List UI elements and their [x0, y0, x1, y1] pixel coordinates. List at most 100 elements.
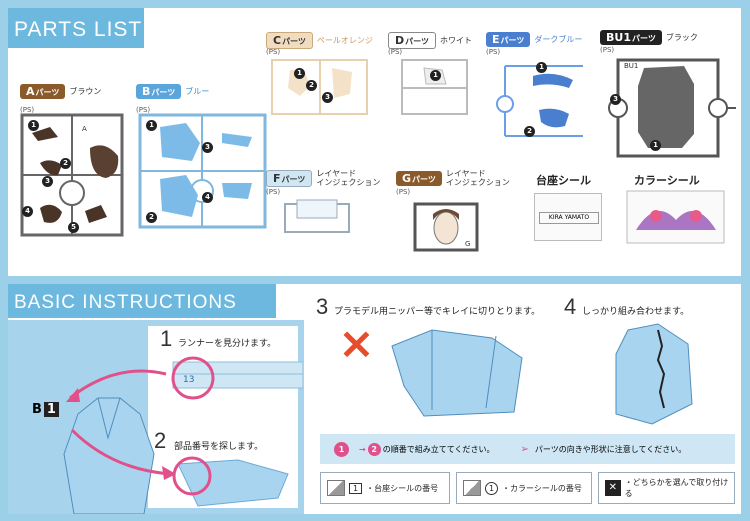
- order-arrow-icon: →: [359, 444, 366, 454]
- part-num: 1: [430, 70, 441, 81]
- part-c-label: Cパーツ ペールオレンジ: [266, 32, 373, 49]
- basic-instructions-title: BASIC INSTRUCTIONS: [8, 284, 276, 318]
- step-2-number: 2: [154, 428, 167, 453]
- order-note-1: 1: [334, 441, 349, 457]
- runner-b: [138, 113, 267, 229]
- runner-bu1-label: BU1: [624, 62, 638, 70]
- b1-label: B 1: [32, 402, 59, 417]
- part-bu1-color: ブラック: [665, 33, 698, 42]
- part-num: 3: [322, 92, 333, 103]
- b1-letter: B: [32, 402, 42, 417]
- stand-seal-text: KIRA YAMATO: [539, 212, 599, 224]
- legend-choose-text: ・どちらかを選んで取り付ける: [624, 478, 729, 498]
- x-mark: ×: [338, 318, 375, 369]
- part-c-ps: (PS): [266, 48, 281, 56]
- part-num: 1: [650, 140, 661, 151]
- part-num: 5: [68, 222, 79, 233]
- step-4-text: しっかり組み合わせます。: [582, 307, 690, 317]
- legend-choose: ✕ ・どちらかを選んで取り付ける: [598, 472, 735, 504]
- part-num: 3: [42, 176, 53, 187]
- part-a-label: Aパーツ ブラウン: [20, 84, 101, 99]
- pink-arrow-1: [66, 369, 167, 402]
- color-seal-sheet: [626, 190, 725, 244]
- caution-icon: ➢: [520, 443, 529, 455]
- step-3-jacket-illustration: [391, 329, 523, 417]
- part-num: 1: [294, 68, 305, 79]
- part-bu1-ps: (PS): [600, 46, 615, 54]
- step-4-jacket-illustration: [615, 323, 693, 425]
- legend-stand-text: ・台座シールの番号: [366, 483, 439, 493]
- stand-seal-title: 台座シール: [536, 174, 591, 187]
- part-g-color: レイヤード インジェクション: [445, 169, 510, 187]
- legend-stand-num: 1: [349, 482, 363, 494]
- part-e-tag: E: [492, 33, 500, 46]
- legend-stand-seal: 1 ・台座シールの番号: [320, 472, 450, 504]
- part-num: 4: [202, 192, 213, 203]
- part-g-ps: (PS): [396, 188, 411, 196]
- seal-corner-icon: [327, 480, 345, 496]
- part-c-tag: C: [273, 34, 282, 47]
- order-note-2: 2: [367, 442, 381, 456]
- part-e-ps: (PS): [486, 48, 501, 56]
- runner-f: [284, 199, 350, 233]
- part-num: 1: [146, 120, 157, 131]
- part-bu1-label: BU1パーツ ブラック: [600, 30, 698, 45]
- part-num: 1: [536, 62, 547, 73]
- runner-a: A: [20, 113, 124, 237]
- part-c-color: ペールオレンジ: [316, 36, 373, 45]
- runner-bu1: BU1: [608, 58, 736, 158]
- part-e-color: ダークブルー: [534, 35, 583, 44]
- part-d-ps: (PS): [388, 48, 403, 56]
- part-b-label: Bパーツ ブルー: [136, 84, 209, 99]
- svg-text:A: A: [82, 125, 87, 133]
- part-num: 2: [524, 126, 535, 137]
- circle-label: 13: [183, 375, 194, 385]
- legend-color-seal: 1 ・カラーシールの番号: [456, 472, 592, 504]
- step-4-number: 4: [564, 294, 577, 319]
- legend-color-text: ・カラーシールの番号: [502, 483, 582, 493]
- part-d-tag: D: [395, 34, 405, 47]
- parts-list-title: PARTS LIST: [8, 8, 144, 48]
- part-bu1-tag: BU1: [606, 31, 631, 44]
- parts-list-panel: PARTS LIST Aパーツ ブラウン (PS) A 1 2 3 4 5 Bパ…: [8, 8, 741, 276]
- legend-color-num: 1: [485, 481, 498, 495]
- part-a-tag: A: [26, 85, 35, 98]
- part-a-ps: (PS): [20, 106, 35, 114]
- part-b-tag: B: [142, 85, 151, 98]
- part-num: 2: [60, 158, 71, 169]
- caution-text: パーツの向きや形状に注意してください。: [534, 444, 687, 454]
- part-num: 3: [202, 142, 213, 153]
- step-2-part-illustration: [172, 456, 289, 507]
- runner-d: [401, 59, 468, 115]
- stand-seal-sheet: KIRA YAMATO: [534, 193, 602, 241]
- step-1-number: 1: [160, 326, 173, 351]
- runner-g: G: [413, 202, 479, 252]
- order-note-bar: 1 → 2 の順番で組み立ててください。 ➢ パーツの向きや形状に注意してくださ…: [320, 434, 735, 464]
- part-d-label: Dパーツ ホワイト: [388, 32, 472, 49]
- step-1-runner-illustration: 13: [171, 356, 303, 400]
- choose-icon: ✕: [605, 480, 621, 496]
- part-d-color: ホワイト: [439, 36, 472, 45]
- runner-e: [496, 65, 583, 137]
- part-f-label: Fパーツ レイヤード インジェクション: [266, 169, 381, 188]
- pink-arrow-2: [70, 428, 176, 480]
- step-3-number: 3: [316, 294, 329, 319]
- step-2-text: 部品番号を探します。: [174, 442, 264, 452]
- part-e-label: Eパーツ ダークブルー: [486, 32, 582, 47]
- seal-corner-icon: [463, 480, 481, 496]
- step-1-text: ランナーを見分けます。: [178, 339, 277, 349]
- part-b-ps: (PS): [136, 106, 151, 114]
- runner-g-label: G: [465, 240, 470, 248]
- part-num: 1: [28, 120, 39, 131]
- part-f-color: レイヤード インジェクション: [316, 169, 381, 187]
- color-seal-title: カラーシール: [634, 174, 700, 187]
- part-f-ps: (PS): [266, 188, 281, 196]
- runner-c: [271, 59, 368, 115]
- part-g-tag: G: [402, 172, 412, 186]
- step-3-text: プラモデル用ニッパー等でキレイに切りとります。: [334, 307, 541, 317]
- part-num: 3: [610, 94, 621, 105]
- part-num: 2: [146, 212, 157, 223]
- order-text: の順番で組み立ててください。: [382, 444, 495, 454]
- part-num: 2: [306, 80, 317, 91]
- part-g-label: Gパーツ レイヤード インジェクション: [396, 169, 510, 188]
